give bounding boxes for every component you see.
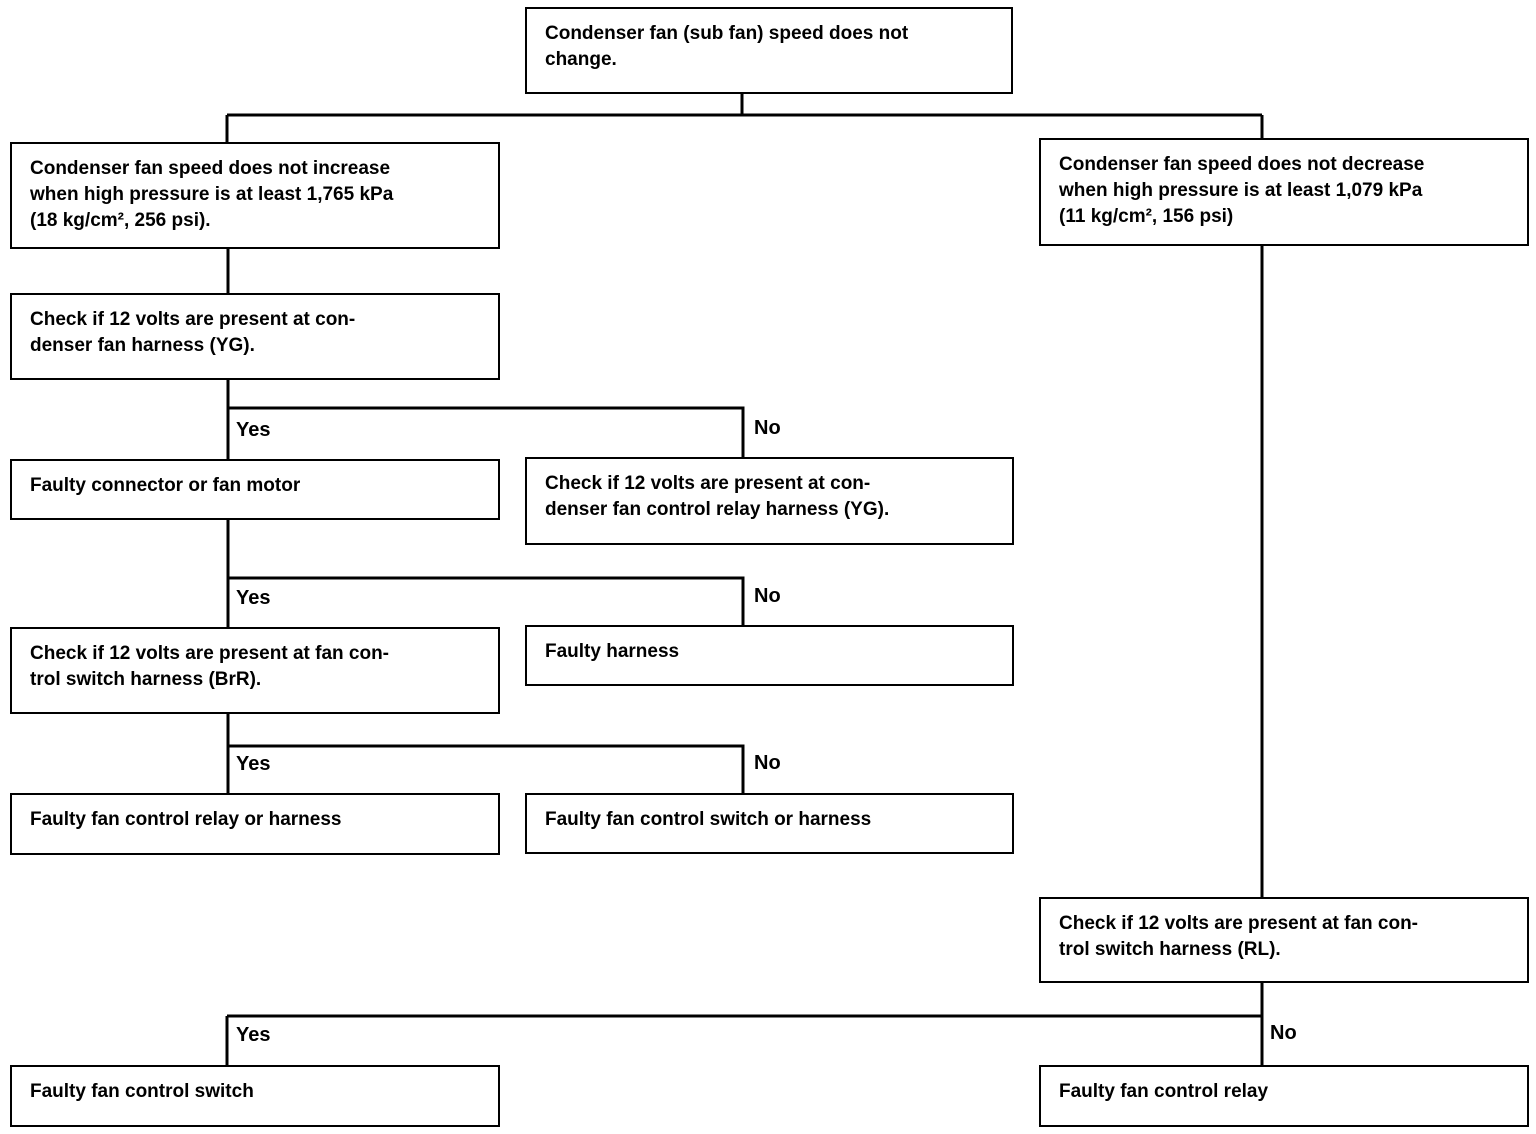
no-label: No xyxy=(754,417,781,439)
node-text-line: Check if 12 volts are present at fan con… xyxy=(1059,913,1419,934)
node-text-line: denser fan harness (YG). xyxy=(30,335,255,356)
node-check-fan-harness: Check if 12 volts are present at con- de… xyxy=(10,293,500,380)
node-check-switch-harness-brr: Check if 12 volts are present at fan con… xyxy=(10,627,500,714)
node-check-switch-harness-rl: Check if 12 volts are present at fan con… xyxy=(1039,897,1529,983)
node-text-line: when high pressure is at least 1,765 kPa xyxy=(30,184,394,205)
node-text-line: denser fan control relay harness (YG). xyxy=(545,499,890,520)
node-faulty-relay: Faulty fan control relay xyxy=(1039,1065,1529,1127)
node-text-line: Faulty harness xyxy=(545,641,680,662)
node-text-line: when high pressure is at least 1,079 kPa xyxy=(1059,180,1423,201)
node-text-line: Faulty fan control relay or harness xyxy=(30,809,342,830)
yes-label: Yes xyxy=(236,753,271,775)
node-text-line: Faulty fan control switch or harness xyxy=(545,809,872,830)
connector-branch-4 xyxy=(225,982,1264,1066)
node-text-line: trol switch harness (BrR). xyxy=(30,669,262,690)
node-text-line: (18 kg/cm², 256 psi). xyxy=(30,210,211,231)
node-faulty-connector-motor: Faulty connector or fan motor xyxy=(10,459,500,520)
node-faulty-harness: Faulty harness xyxy=(525,625,1014,686)
node-text-line: Check if 12 volts are present at con- xyxy=(30,309,356,330)
connector-branch-2 xyxy=(226,519,745,628)
node-text-line: Condenser fan speed does not decrease xyxy=(1059,154,1425,175)
node-text-line: Check if 12 volts are present at fan con… xyxy=(30,643,390,664)
node-speed-no-decrease: Condenser fan speed does not decrease wh… xyxy=(1039,138,1529,246)
node-text-line: (11 kg/cm², 156 psi) xyxy=(1059,206,1234,227)
node-faulty-switch: Faulty fan control switch xyxy=(10,1065,500,1127)
node-text-line: Faulty connector or fan motor xyxy=(30,475,301,496)
connector-start-split xyxy=(225,93,1264,144)
node-text-line: Faulty fan control switch xyxy=(30,1081,254,1102)
no-label: No xyxy=(1270,1022,1297,1044)
connector-branch-1 xyxy=(226,378,745,460)
yes-label: Yes xyxy=(236,1024,271,1046)
node-speed-no-increase: Condenser fan speed does not increase wh… xyxy=(10,142,500,249)
node-text-line: change. xyxy=(545,49,617,70)
connector-branch-3 xyxy=(226,712,745,794)
no-label: No xyxy=(754,752,781,774)
no-label: No xyxy=(754,585,781,607)
yes-label: Yes xyxy=(236,587,271,609)
node-fan-speed-no-change: Condenser fan (sub fan) speed does not c… xyxy=(525,7,1013,94)
node-text-line: Condenser fan speed does not increase xyxy=(30,158,391,179)
node-text-line: Condenser fan (sub fan) speed does not xyxy=(545,23,909,44)
node-check-relay-harness: Check if 12 volts are present at con- de… xyxy=(525,457,1014,545)
node-text-line: Faulty fan control relay xyxy=(1059,1081,1269,1102)
node-text-line: Check if 12 volts are present at con- xyxy=(545,473,871,494)
yes-label: Yes xyxy=(236,419,271,441)
node-faulty-relay-or-harness: Faulty fan control relay or harness xyxy=(10,793,500,855)
node-text-line: trol switch harness (RL). xyxy=(1059,939,1281,960)
node-faulty-switch-or-harness: Faulty fan control switch or harness xyxy=(525,793,1014,854)
